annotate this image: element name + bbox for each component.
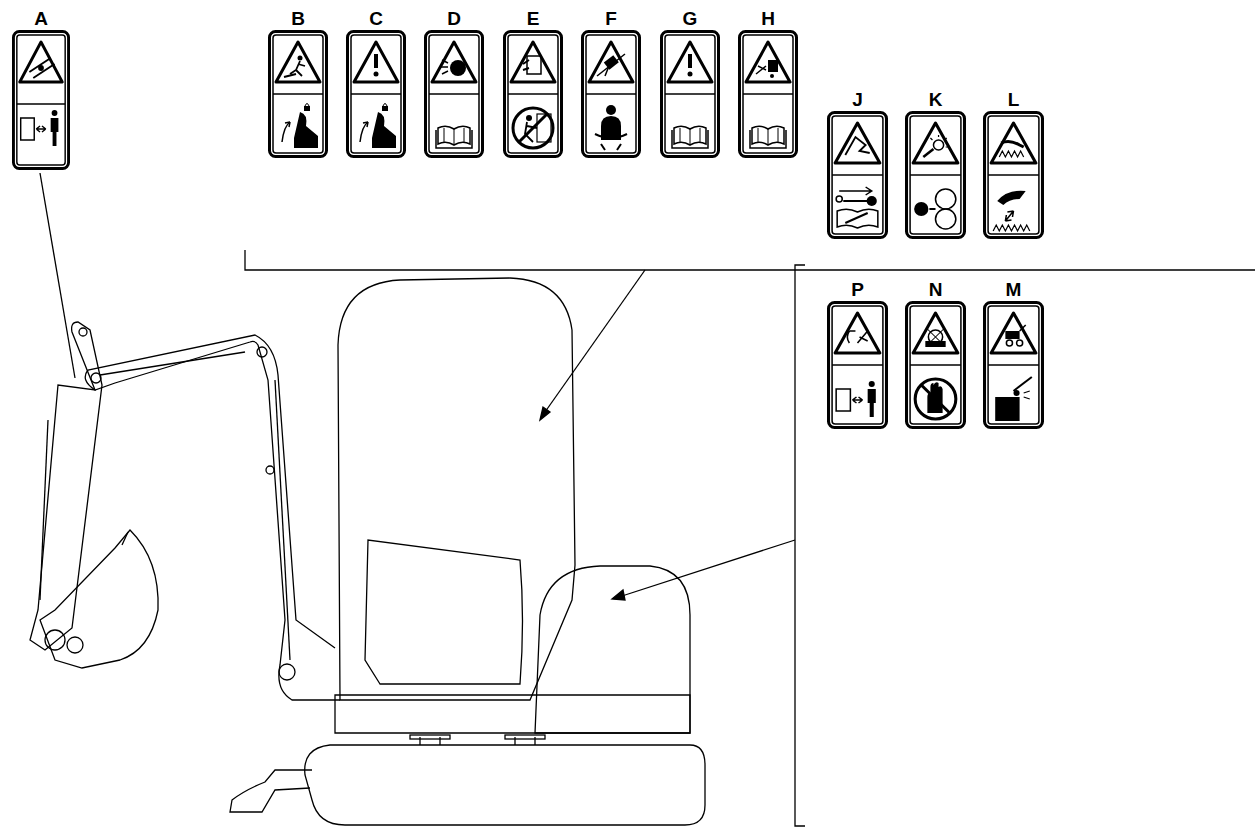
decal-item: B: [268, 8, 328, 158]
bucket: [40, 530, 158, 668]
decal-letter: G: [660, 8, 720, 30]
safety-decal: [905, 111, 966, 239]
decal-item: J: [827, 89, 888, 239]
safety-decal: [983, 301, 1044, 429]
decal-graphic: [905, 301, 966, 429]
safety-decal: [660, 30, 720, 158]
decal-letter: A: [12, 8, 70, 30]
safety-decal: [268, 30, 328, 158]
decal-graphic: [581, 30, 641, 158]
arm: [30, 322, 102, 650]
decal-item: M: [983, 279, 1044, 429]
bracket: [795, 265, 805, 826]
safety-decal: [827, 301, 888, 429]
safety-decal: [581, 30, 641, 158]
decal-graphic: [983, 111, 1044, 239]
decal-item: P: [827, 279, 888, 429]
decal-letter: B: [268, 8, 328, 30]
decal-letter: N: [905, 279, 966, 301]
decal-letter: J: [827, 89, 888, 111]
decal-graphic: [827, 301, 888, 429]
seat: [365, 540, 523, 684]
decal-graphic: [827, 111, 888, 239]
upper-frame: [335, 695, 690, 733]
track: [305, 745, 705, 825]
bracket: [245, 250, 1255, 270]
decal-graphic: [12, 30, 70, 170]
safety-decal: [827, 111, 888, 239]
leader-line: [40, 173, 75, 378]
decal-letter: E: [503, 8, 563, 30]
boom-cylinder: [275, 380, 290, 660]
decal-graphic: [503, 30, 563, 158]
safety-decal: [424, 30, 484, 158]
blade: [230, 770, 312, 812]
decal-graphic: [983, 301, 1044, 429]
decal-letter: M: [983, 279, 1044, 301]
pivot: [279, 664, 295, 680]
arrowhead: [540, 407, 550, 420]
decal-item: H: [738, 8, 798, 158]
engine-cover: [535, 566, 690, 733]
decal-letter: D: [424, 8, 484, 30]
decal-letter: H: [738, 8, 798, 30]
arm-cylinder: [100, 352, 245, 375]
leader-line: [545, 270, 645, 412]
decal-graphic: [905, 111, 966, 239]
decal-item: D: [424, 8, 484, 158]
decal-item: E: [503, 8, 563, 158]
decal-item: N: [905, 279, 966, 429]
decal-item: F: [581, 8, 641, 158]
safety-decal: [503, 30, 563, 158]
leader-line: [622, 540, 795, 596]
decal-letter: K: [905, 89, 966, 111]
decal-item: A: [12, 8, 70, 170]
arrowhead: [612, 590, 625, 600]
decal-graphic: [738, 30, 798, 158]
safety-decal: [983, 111, 1044, 239]
decal-letter: F: [581, 8, 641, 30]
safety-decal: [346, 30, 406, 158]
decal-item: K: [905, 89, 966, 239]
decal-item: C: [346, 8, 406, 158]
boom: [85, 335, 340, 700]
decal-letter: C: [346, 8, 406, 30]
decal-letter: L: [983, 89, 1044, 111]
bucket-cylinder: [40, 420, 48, 600]
safety-decal: [738, 30, 798, 158]
decal-item: G: [660, 8, 720, 158]
decal-item: L: [983, 89, 1044, 239]
decal-graphic: [268, 30, 328, 158]
safety-decal: [12, 30, 70, 170]
decal-graphic: [424, 30, 484, 158]
decal-graphic: [660, 30, 720, 158]
safety-decal: [905, 301, 966, 429]
decal-letter: P: [827, 279, 888, 301]
decal-graphic: [346, 30, 406, 158]
